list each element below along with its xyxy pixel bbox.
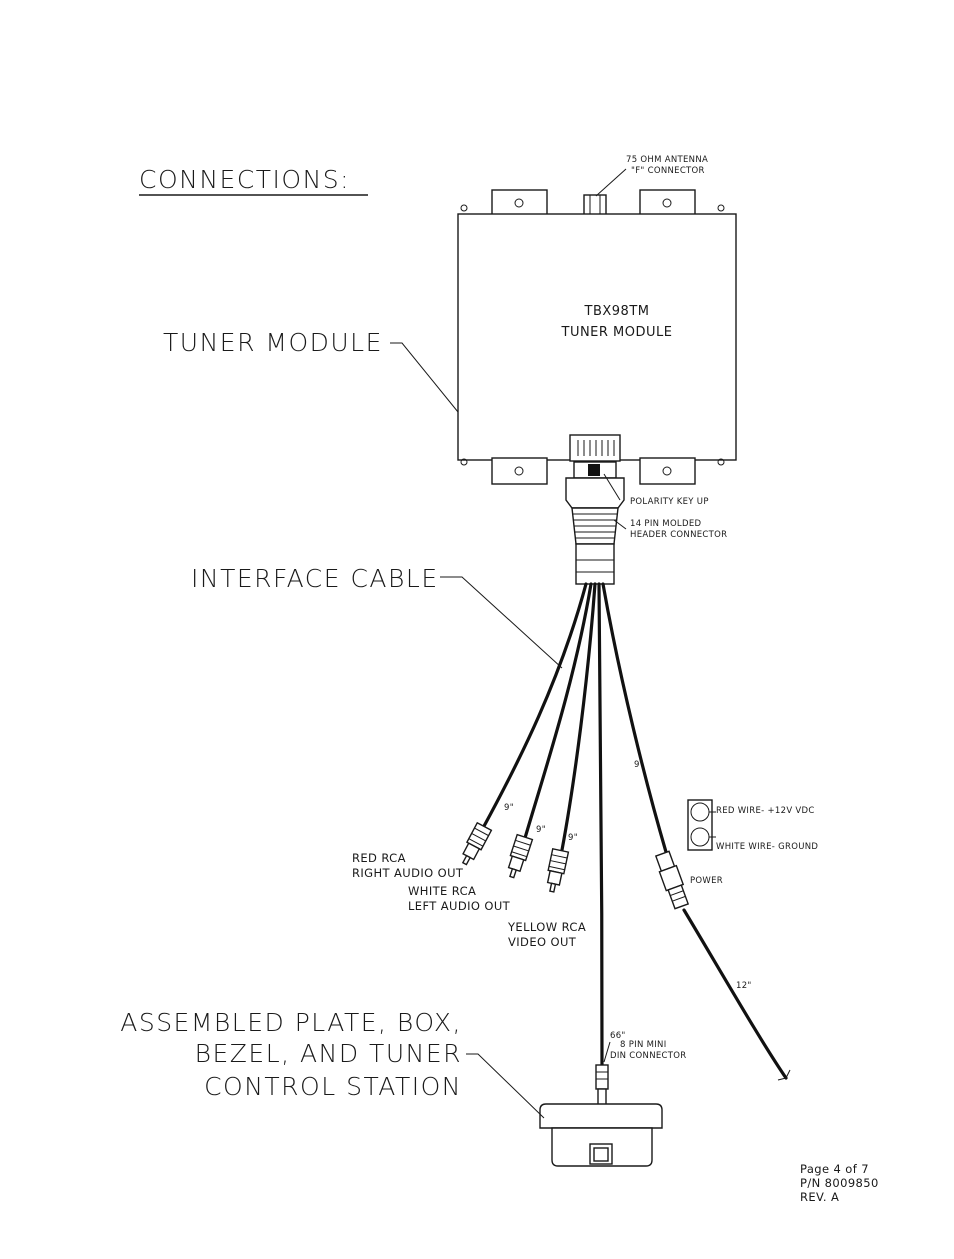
din-label-line2: DIN CONNECTOR	[610, 1051, 686, 1061]
tuner-module-label: TUNER MODULE	[163, 328, 383, 357]
mount-tab-top-right	[639, 189, 696, 217]
cable-power	[601, 582, 668, 854]
interface-cable-label: INTERFACE CABLE	[191, 564, 439, 593]
footer-revision: REV. A	[800, 1190, 839, 1204]
din-length-label: 66"	[610, 1031, 626, 1041]
cable-red-rca	[481, 582, 588, 830]
cable-din	[597, 582, 604, 1067]
antenna-label-line1: 75 OHM ANTENNA	[626, 155, 708, 165]
antenna-label-line2: "F" CONNECTOR	[631, 166, 705, 176]
white-rca-label-line2: LEFT AUDIO OUT	[408, 899, 511, 913]
header-socket	[569, 434, 621, 462]
header-label-line2: HEADER CONNECTOR	[630, 530, 727, 540]
power-length-label: 9"	[634, 760, 644, 770]
cable-power-tail	[682, 908, 788, 1080]
tuner-module: TBX98TM TUNER MODULE	[457, 189, 737, 485]
din-connector	[595, 1064, 609, 1108]
interface-cables	[481, 582, 791, 1081]
yellow-rca-label-line1: YELLOW RCA	[507, 920, 586, 934]
polarity-key	[588, 464, 600, 476]
power-tail-length-label: 12"	[736, 981, 752, 991]
din-label-line1: 8 PIN MINI	[620, 1040, 667, 1050]
footer-page: Page 4 of 7	[800, 1162, 869, 1176]
tuner-module-box	[457, 213, 737, 461]
red-wire-label: RED WIRE- +12V VDC	[716, 806, 815, 816]
assembled-label-line3: CONTROL STATION	[204, 1072, 462, 1101]
cable-white-rca	[523, 582, 593, 840]
module-name: TUNER MODULE	[561, 325, 673, 340]
rca-yellow-connector	[546, 847, 570, 893]
power-wire-legend: RED WIRE- +12V VDC WHITE WIRE- GROUND	[687, 799, 818, 852]
mount-tab-bottom-left	[491, 457, 548, 485]
header-label-line1: 14 PIN MOLDED	[630, 519, 701, 529]
red-rca-label-line2: RIGHT AUDIO OUT	[352, 866, 464, 880]
white-length-label: 9"	[536, 825, 546, 835]
white-rca-label-line1: WHITE RCA	[408, 884, 476, 898]
control-station-bezel	[539, 1103, 663, 1129]
diagram-title: CONNECTIONS:	[139, 165, 350, 194]
power-connector	[654, 850, 690, 910]
red-rca-label-line1: RED RCA	[352, 851, 406, 865]
rca-red-connector	[461, 821, 493, 866]
polarity-label: POLARITY KEY UP	[630, 497, 709, 507]
power-label: POWER	[690, 876, 723, 886]
title-group: CONNECTIONS:	[139, 165, 368, 196]
yellow-length-label: 9"	[568, 833, 578, 843]
leader-lines	[390, 168, 627, 1119]
cable-yellow-rca	[560, 582, 597, 852]
mount-tab-top-left	[491, 189, 548, 217]
assembled-label-line1: ASSEMBLED PLATE, BOX,	[120, 1008, 462, 1037]
white-wire-label: WHITE WIRE- GROUND	[716, 842, 818, 852]
module-model: TBX98TM	[584, 304, 650, 319]
mount-tab-bottom-right	[639, 457, 696, 485]
assembled-label-line2: BEZEL, AND TUNER	[195, 1039, 462, 1068]
red-length-label: 9"	[504, 803, 514, 813]
footer-part-number: P/N 8009850	[800, 1176, 879, 1190]
molded-header-connector	[565, 461, 625, 585]
control-station	[539, 1103, 663, 1167]
yellow-rca-label-line2: VIDEO OUT	[508, 935, 577, 949]
rca-white-connector	[507, 833, 534, 879]
